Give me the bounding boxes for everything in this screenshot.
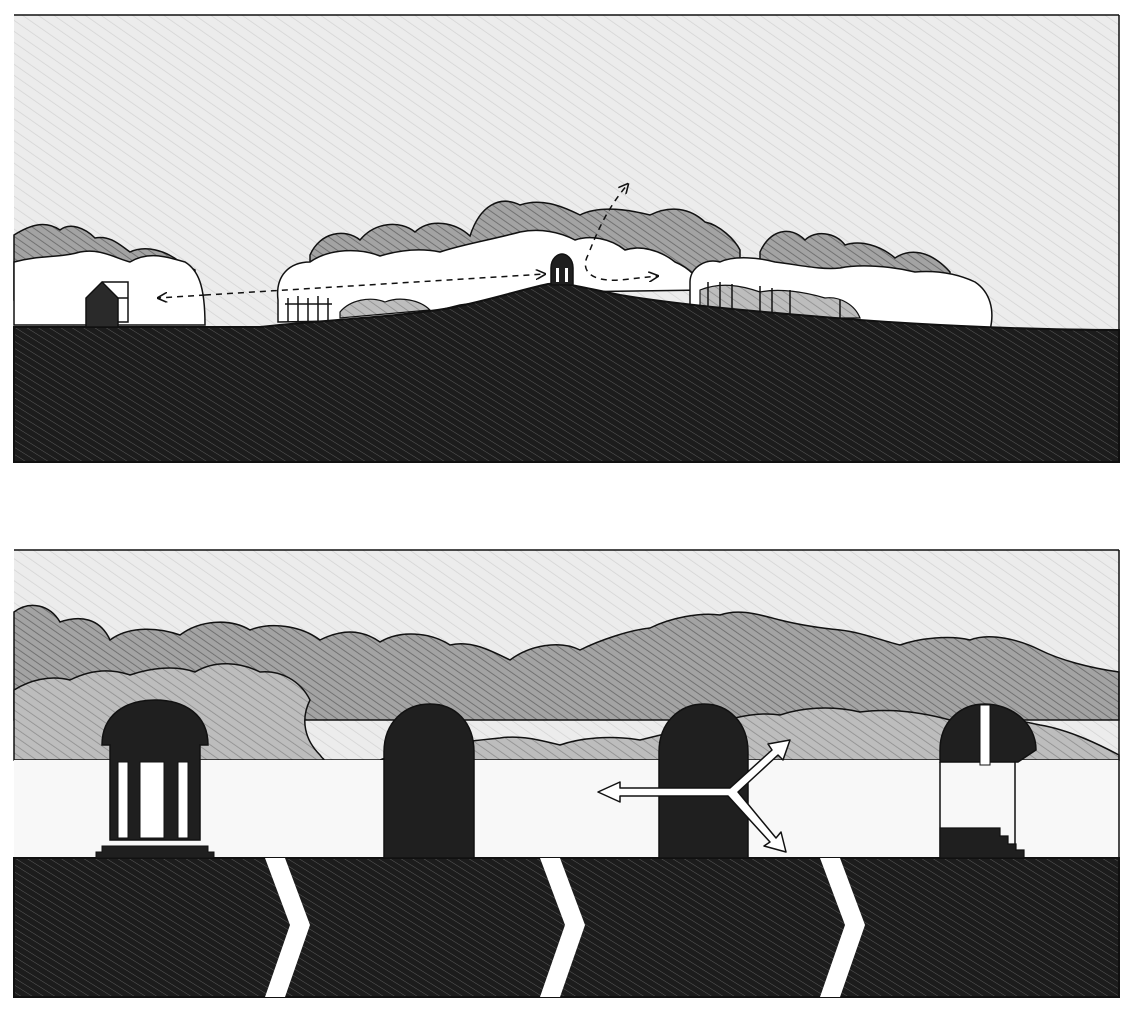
stage-solid-arch xyxy=(384,704,474,858)
stage-colonnade-pavilion xyxy=(96,700,214,858)
arch-icon xyxy=(551,254,573,285)
arch-icon-stage3 xyxy=(659,704,748,858)
pavilion-sequence-panel xyxy=(14,550,1119,997)
hilltop-pavilion xyxy=(551,254,573,285)
site-section-panel xyxy=(14,15,1119,462)
arch-icon-solid xyxy=(384,704,474,858)
